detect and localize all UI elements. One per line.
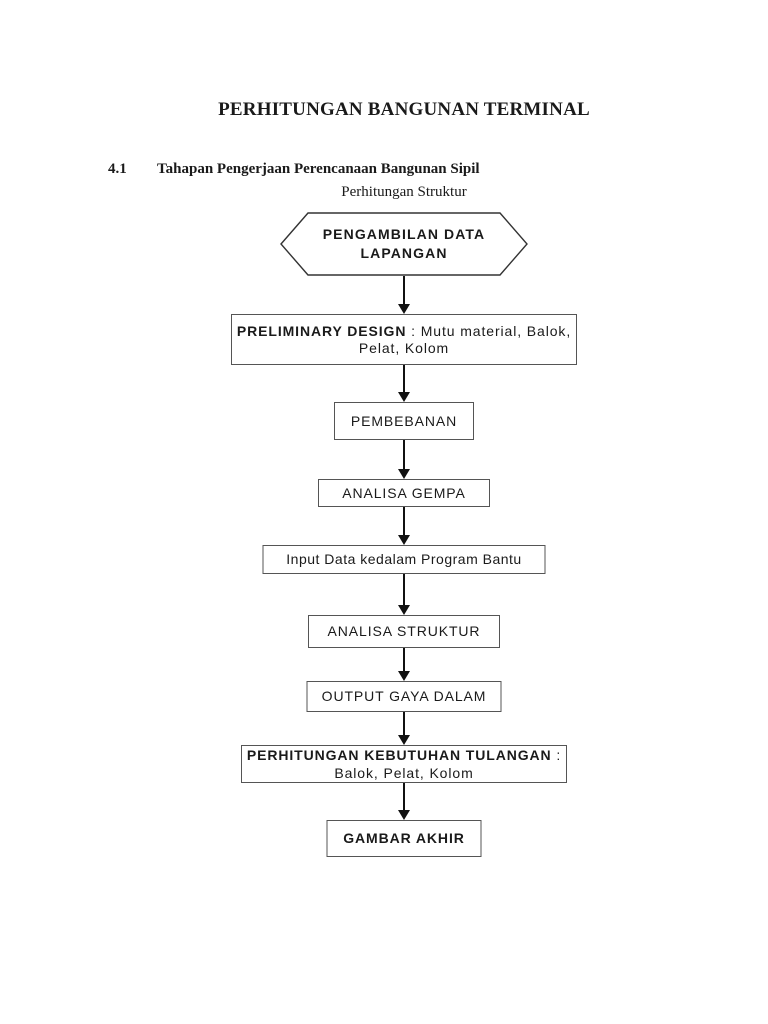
section-title: Tahapan Pengerjaan Perencanaan Bangunan … xyxy=(157,161,480,177)
hexagon-shape xyxy=(280,212,528,276)
flowchart-caption: Perhitungan Struktur xyxy=(341,184,467,200)
node-label-line2: Balok, Pelat, Kolom xyxy=(334,765,474,781)
node-label-line1: PRELIMINARY DESIGN : Mutu material, Balo… xyxy=(237,323,571,340)
flow-arrow-down-icon xyxy=(398,507,410,545)
flow-node-perhitungan-tulangan: PERHITUNGAN KEBUTUHAN TULANGAN : Balok, … xyxy=(241,745,567,783)
node-label-line2: Pelat, Kolom xyxy=(358,339,450,356)
flow-arrow-down-icon xyxy=(398,648,410,681)
flow-node-analisa-gempa: ANALISA GEMPA xyxy=(318,479,490,507)
section-number: 4.1 xyxy=(108,161,127,177)
node-label-line1: PENGAMBILAN DATA xyxy=(322,226,486,242)
node-label-line1: PERHITUNGAN KEBUTUHAN TULANGAN : xyxy=(247,746,561,764)
flow-node-pembebanan: PEMBEBANAN xyxy=(334,402,474,440)
flow-node-preliminary-design: PRELIMINARY DESIGN : Mutu material, Balo… xyxy=(231,314,577,365)
section-heading: 4.1 Tahapan Pengerjaan Perencanaan Bangun… xyxy=(108,161,480,178)
node-label: PENGAMBILAN DATA LAPANGAN xyxy=(280,212,528,276)
node-label-bold: PRELIMINARY DESIGN xyxy=(236,322,407,339)
node-label: ANALISA GEMPA xyxy=(342,484,466,501)
page-title: PERHITUNGAN BANGUNAN TERMINAL xyxy=(218,99,590,120)
node-label-rest: : xyxy=(551,747,562,763)
node-label-line2: LAPANGAN xyxy=(360,245,448,261)
node-label-bold: PERHITUNGAN KEBUTUHAN TULANGAN xyxy=(246,747,552,763)
flow-node-input-data: Input Data kedalam Program Bantu xyxy=(262,545,546,574)
node-label: ANALISA STRUKTUR xyxy=(327,623,481,639)
flow-node-gambar-akhir: GAMBAR AKHIR xyxy=(326,820,482,857)
flow-arrow-down-icon xyxy=(398,712,410,745)
flow-arrow-down-icon xyxy=(398,276,410,314)
flow-node-output-gaya-dalam: OUTPUT GAYA DALAM xyxy=(306,681,502,712)
node-label: OUTPUT GAYA DALAM xyxy=(321,688,487,704)
flow-node-analisa-struktur: ANALISA STRUKTUR xyxy=(308,615,500,648)
flow-node-pengambilan-data-lapangan: PENGAMBILAN DATA LAPANGAN xyxy=(280,212,528,276)
flow-arrow-down-icon xyxy=(398,440,410,479)
flow-arrow-down-icon xyxy=(398,783,410,820)
flow-arrow-down-icon xyxy=(398,365,410,402)
node-label-rest: : Mutu material, Balok, xyxy=(406,322,572,339)
flow-arrow-down-icon xyxy=(398,574,410,615)
node-label: PEMBEBANAN xyxy=(350,412,458,429)
node-label: GAMBAR AKHIR xyxy=(343,830,465,846)
node-label: Input Data kedalam Program Bantu xyxy=(286,551,522,567)
